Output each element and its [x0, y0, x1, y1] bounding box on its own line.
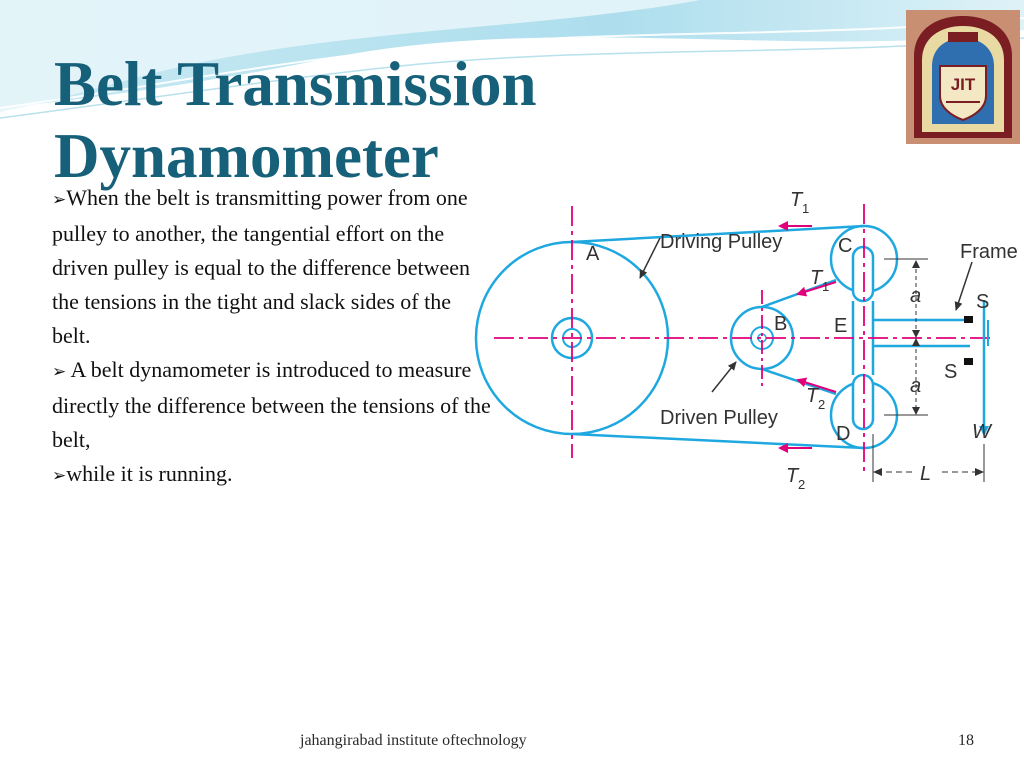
belt-dynamometer-diagram: A B C D E Driving Pulley Driven Pulley F…: [474, 189, 1018, 492]
paragraph-1-text: When the belt is transmitting power from…: [52, 185, 471, 348]
slide-title: Belt Transmission Dynamometer: [54, 48, 654, 192]
label-frame: Frame: [960, 241, 1018, 263]
label-l-length: L: [920, 463, 931, 485]
label-e: E: [834, 315, 847, 337]
svg-text:T: T: [786, 465, 800, 487]
label-w-load: W: [972, 421, 993, 443]
svg-text:T: T: [810, 267, 824, 289]
bullet-arrow-icon: ➢: [52, 466, 67, 486]
svg-text:T: T: [790, 189, 804, 211]
label-s-upper: S: [976, 291, 989, 313]
label-s-lower: S: [944, 361, 957, 383]
label-a-lower-dim: a: [910, 375, 921, 397]
svg-text:1: 1: [822, 279, 829, 294]
label-a: A: [586, 243, 600, 265]
footer-institute-name: jahangirabad institute oftechnology: [300, 732, 527, 749]
bullet-arrow-icon: ➢: [52, 190, 67, 210]
label-t1-mid: T 1: [810, 267, 829, 294]
svg-text:1: 1: [802, 201, 809, 216]
label-t1-top: T 1: [790, 189, 809, 216]
slide-page-number: 18: [958, 732, 974, 749]
label-driven-pulley: Driven Pulley: [660, 407, 778, 429]
paragraph-1: ➢When the belt is transmitting power fro…: [52, 181, 492, 353]
slide-body: ➢When the belt is transmitting power fro…: [52, 181, 492, 493]
paragraph-2-text: A belt dynamometer is introduced to meas…: [52, 357, 491, 452]
paragraph-3: ➢while it is running.: [52, 457, 492, 493]
slide-title-line-1: Belt Transmission: [54, 49, 537, 119]
bullet-arrow-icon: ➢: [52, 362, 67, 382]
label-c: C: [838, 235, 852, 257]
slide-title-line-2: Dynamometer: [54, 121, 439, 191]
svg-text:2: 2: [818, 397, 825, 412]
label-b: B: [774, 313, 787, 335]
label-driving-pulley: Driving Pulley: [660, 231, 782, 253]
institute-logo: JIT: [906, 10, 1020, 144]
paragraph-2: ➢ A belt dynamometer is introduced to me…: [52, 353, 492, 457]
svg-text:T: T: [806, 385, 820, 407]
label-a-upper-dim: a: [910, 285, 921, 307]
label-t2-mid: T 2: [806, 385, 825, 412]
svg-text:2: 2: [798, 477, 805, 492]
label-t2-bottom: T 2: [786, 465, 805, 492]
paragraph-3-text: while it is running.: [66, 461, 233, 486]
label-d: D: [836, 423, 850, 445]
logo-text: JIT: [951, 75, 976, 94]
